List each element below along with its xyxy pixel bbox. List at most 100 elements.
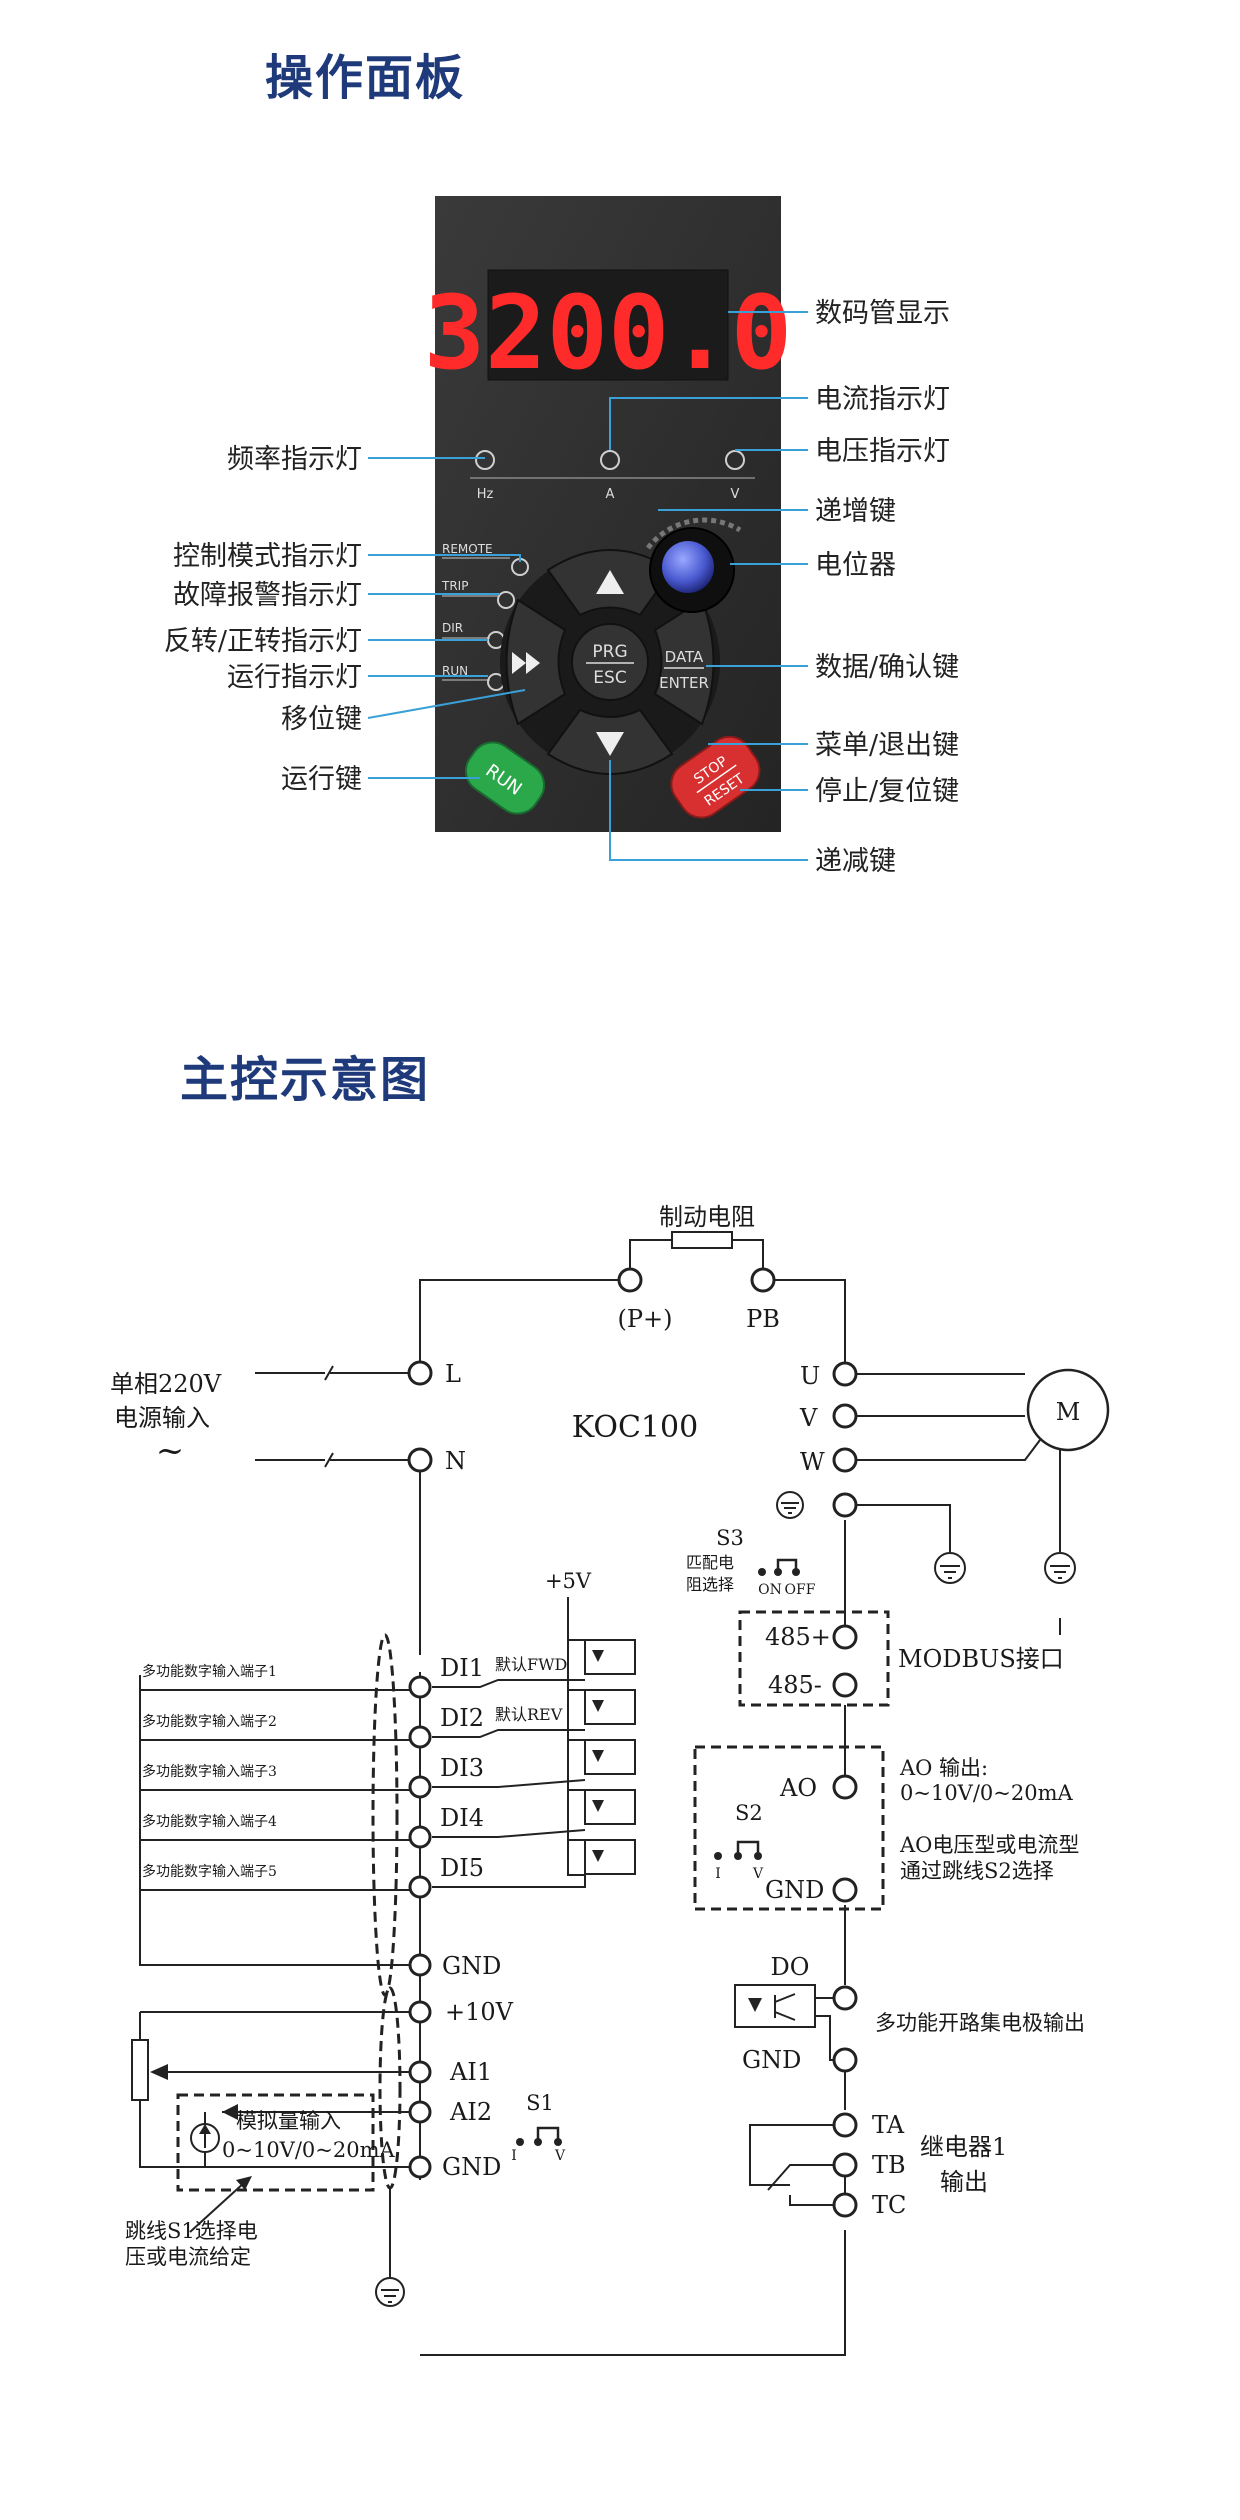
terminal-n-label: N <box>445 1447 466 1475</box>
dir-led-label: DIR <box>442 621 463 635</box>
data-key[interactable] <box>653 598 715 726</box>
terminal-plus10v <box>408 2000 432 2024</box>
terminal-di5-label: DI5 <box>440 1854 484 1882</box>
drive-outline-top <box>419 1279 846 1372</box>
brake-resistor <box>671 1231 733 1249</box>
terminal-pb-label: PB <box>746 1305 780 1333</box>
data-key-caption: 数据/确认键 <box>815 652 959 683</box>
s3-on-label: ON <box>758 1582 782 1598</box>
brake-resistor-label: 制动电阻 <box>659 1203 755 1231</box>
terminal-w <box>832 1447 858 1473</box>
stop-reset-key[interactable]: STOP RESET <box>663 728 768 826</box>
model-label: KOC100 <box>572 1410 698 1445</box>
terminal-ai1-label: AI1 <box>449 2058 492 2086</box>
drive-outline-bottom <box>419 1472 846 2356</box>
data-key-label: DATA <box>665 648 704 666</box>
ground-icon <box>375 2277 405 2307</box>
s1-i-label: I <box>511 2148 517 2164</box>
terminal-di2 <box>408 1725 432 1749</box>
jumper-s1-1: 跳线S1选择电 <box>125 2219 258 2243</box>
do-optocoupler <box>734 1984 816 2028</box>
terminal-di1-label: DI1 <box>440 1654 484 1682</box>
terminal-l <box>407 1360 433 1386</box>
ctrl-mode-led-caption: 控制模式指示灯 <box>173 541 362 572</box>
terminal-485-minus-label: 485- <box>768 1671 822 1699</box>
plus5v-label: +5V <box>545 1569 592 1593</box>
down-key-caption: 递减键 <box>815 846 896 877</box>
terminal-tb <box>832 2152 858 2178</box>
ao-type-2: 通过跳线S2选择 <box>900 1859 1054 1883</box>
terminal-485-plus <box>832 1624 858 1650</box>
terminal-di5 <box>408 1875 432 1899</box>
s3-desc-1: 匹配电 <box>686 1553 734 1572</box>
up-key-caption: 递增键 <box>815 496 896 527</box>
terminal-do-gnd <box>832 2047 858 2073</box>
modbus-label: MODBUS接口 <box>898 1645 1064 1673</box>
prg-esc-key[interactable] <box>571 623 649 701</box>
jumper-s1-2: 压或电流给定 <box>125 2245 251 2269</box>
default-rev-label: 默认REV <box>495 1705 563 1724</box>
terminal-ao-gnd-label: GND <box>765 1876 824 1904</box>
default-fwd-label: 默认FWD <box>495 1655 567 1674</box>
terminal-gnd-di <box>408 1953 432 1977</box>
panel-section-title: 操作面板 <box>265 50 466 106</box>
terminal-gnd-ai <box>408 2155 432 2179</box>
terminal-di2-label: DI2 <box>440 1704 484 1732</box>
ao-type-1: AO电压型或电流型 <box>899 1833 1079 1857</box>
di-input-1: 多功能数字输入端子1 <box>142 1663 277 1680</box>
di-input-4: 多功能数字输入端子4 <box>142 1813 277 1830</box>
terminal-w-label: W <box>800 1448 825 1476</box>
di-input-2: 多功能数字输入端子2 <box>142 1713 277 1730</box>
terminal-ao-gnd <box>832 1877 858 1903</box>
terminal-di4-label: DI4 <box>440 1804 484 1832</box>
terminal-gnd-di-label: GND <box>442 1952 501 1980</box>
terminal-p-plus-label: (P+) <box>618 1305 673 1333</box>
terminal-plus10v-label: +10V <box>445 1998 514 2026</box>
led-display: 3200.0 <box>424 269 792 393</box>
terminal-di3 <box>408 1775 432 1799</box>
up-arrow-icon <box>596 570 624 594</box>
s2-label: S2 <box>735 1801 763 1825</box>
display-caption: 数码管显示 <box>815 298 950 329</box>
run-key[interactable]: RUN <box>457 734 552 822</box>
shift-arrow-icon <box>526 652 540 674</box>
analog-in-1: 模拟量输入 <box>236 2109 341 2133</box>
potentiometer-caption: 电位器 <box>815 550 896 581</box>
s2-jumper <box>736 1840 760 1856</box>
terminal-do-gnd-label: GND <box>742 2046 801 2074</box>
ao-out-1: AO 输出: <box>899 1756 988 1780</box>
terminal-tb-label: TB <box>872 2151 906 2179</box>
relay-label-2: 输出 <box>940 2168 988 2196</box>
ground-icon <box>776 1491 804 1519</box>
enter-key-label: ENTER <box>659 674 709 692</box>
s3-desc-2: 阻选择 <box>686 1575 734 1594</box>
a-led-label: A <box>606 487 615 502</box>
s1-jumper <box>536 2126 560 2142</box>
di-optocouplers <box>568 1639 636 1875</box>
run-led-caption: 运行指示灯 <box>227 662 362 693</box>
terminal-u-label: U <box>800 1362 820 1390</box>
terminal-n <box>407 1447 433 1473</box>
terminal-ta <box>832 2112 858 2138</box>
di-input-5: 多功能数字输入端子5 <box>142 1863 277 1880</box>
terminal-tc <box>832 2192 858 2218</box>
terminal-v <box>832 1403 858 1429</box>
terminal-do <box>832 1985 858 2011</box>
terminal-pe <box>832 1492 858 1518</box>
terminal-u <box>832 1361 858 1387</box>
s3-off-label: OFF <box>785 1582 816 1598</box>
terminal-ao <box>832 1774 858 1800</box>
s2-v-label: V <box>752 1866 764 1882</box>
esc-key-label: ESC <box>593 668 626 688</box>
terminal-l-label: L <box>445 1360 461 1388</box>
potentiometer-knob[interactable] <box>662 541 714 593</box>
relay-label-1: 继电器1 <box>920 2133 1007 2161</box>
terminal-p-plus <box>617 1267 643 1293</box>
v-led-label: V <box>731 487 740 502</box>
terminal-di3-label: DI3 <box>440 1754 484 1782</box>
do-label: DO <box>771 1953 810 1981</box>
supply-label-2: 电源输入 <box>114 1404 210 1432</box>
analog-in-2: 0~10V/0~20mA <box>222 2138 396 2162</box>
trip-led <box>497 591 515 609</box>
keypad: DATA ENTER PRG ESC <box>500 549 720 775</box>
